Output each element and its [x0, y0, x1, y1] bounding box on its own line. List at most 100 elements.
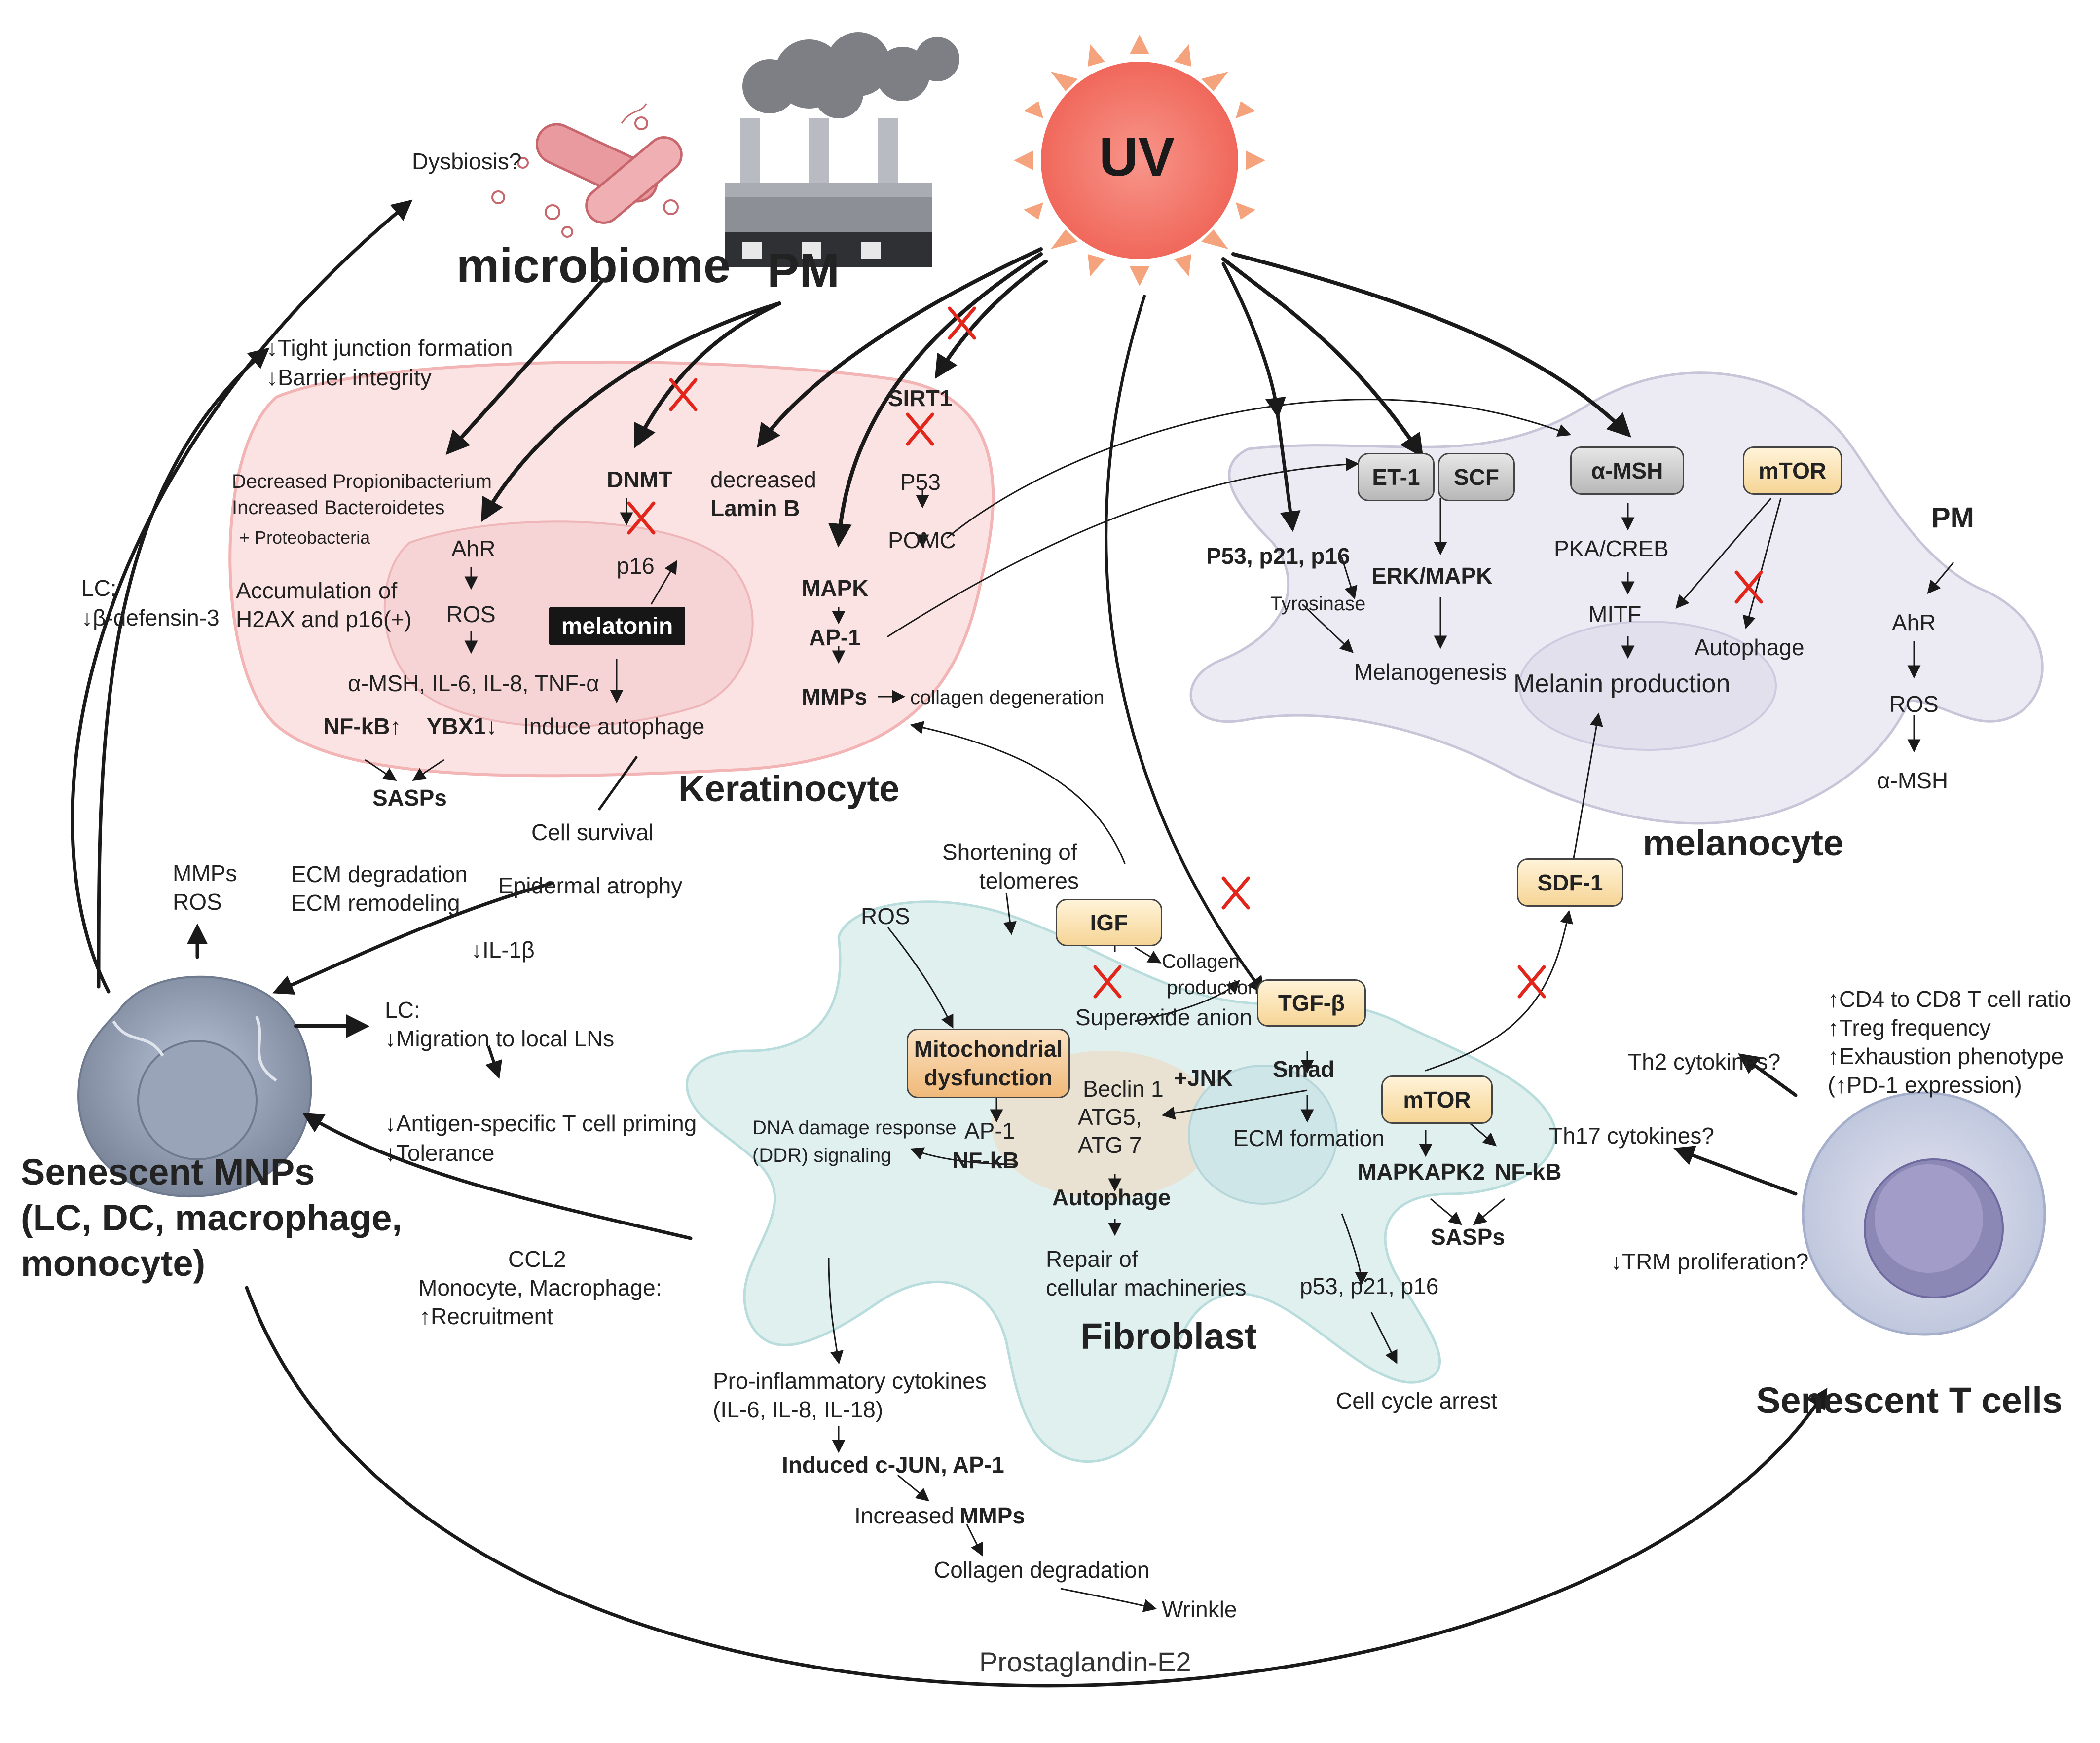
mitf-label: MITF	[1588, 601, 1642, 627]
lc-migration-label-1: LC:	[385, 997, 420, 1023]
melanocyte-title: melanocyte	[1643, 822, 1844, 863]
proteobacteria-label: + Proteobacteria	[239, 527, 370, 548]
dysbiosis-label: Dysbiosis?	[412, 148, 522, 174]
il1b-label: ↓IL-1β	[471, 937, 535, 963]
recruit-label-1: Monocyte, Macrophage:	[418, 1275, 662, 1300]
sdf1-box: SDF-1	[1517, 858, 1623, 907]
mel-p53-label: P53, p21, p16	[1206, 543, 1350, 569]
beclin-label-3: ATG 7	[1078, 1132, 1142, 1158]
pro-inflam-label-2: (IL-6, IL-8, IL-18)	[713, 1397, 884, 1422]
mel-ahr-label: AhR	[1892, 610, 1936, 635]
cjun-label: Induced c-JUN, AP-1	[782, 1452, 1004, 1478]
mapkapk2-label: MAPKAPK2	[1358, 1159, 1485, 1185]
ker-p53-label: P53	[900, 469, 941, 495]
cell-cycle-arrest-label: Cell cycle arrest	[1336, 1388, 1498, 1413]
lc-defensin-label-1: LC:	[81, 575, 117, 601]
ybx1-label: YBX1↓	[427, 713, 498, 739]
lc-migration-label-2: ↓Migration to local LNs	[385, 1026, 615, 1051]
accumulation-label-2: H2AX and p16(+)	[236, 606, 412, 632]
mito-label-2: dysfunction	[924, 1064, 1053, 1090]
dnmt-label: DNMT	[607, 467, 672, 492]
increased-label: Increased	[854, 1503, 955, 1528]
senescent-macrophage-icon	[77, 975, 312, 1198]
propionibacterium-label: Decreased Propionibacterium	[232, 471, 492, 492]
sirt1-label: SIRT1	[888, 385, 953, 411]
t-cell-priming-label: ↓Antigen-specific T cell priming	[385, 1111, 697, 1136]
senescent-t-cell-icon	[1802, 1091, 2046, 1336]
ker-mmps-label: MMPs	[802, 684, 867, 709]
mnps-title-line-1: Senescent MNPs	[21, 1151, 315, 1192]
jnk-label: +JNK	[1174, 1065, 1233, 1091]
fib-sasps-label: SASPs	[1431, 1224, 1505, 1250]
tyrosinase-label: Tyrosinase	[1270, 593, 1366, 615]
inhibition-x-icon	[627, 306, 1763, 999]
accumulation-label-1: Accumulation of	[236, 578, 398, 603]
mnp-mmps-label: MMPs	[173, 860, 237, 886]
mito-label-1: Mitochondrial	[914, 1036, 1063, 1062]
ker-ap1-label: AP-1	[809, 625, 861, 650]
pro-inflam-label-1: Pro-inflammatory cytokines	[713, 1368, 987, 1394]
barrier-integrity-label: ↓Barrier integrity	[266, 365, 432, 390]
ker-ahr-label: AhR	[451, 536, 496, 561]
mnp-ros-label: ROS	[173, 889, 222, 915]
bacteroidetes-label: Increased Bacteroidetes	[232, 497, 445, 519]
ker-sasps-label: SASPs	[372, 785, 447, 811]
mel-autophage-label: Autophage	[1695, 634, 1805, 660]
tcell-effect-3: ↑Exhaustion phenotype	[1828, 1043, 2064, 1069]
bacteria-icon	[491, 103, 683, 238]
fibroblast-title: Fibroblast	[1080, 1316, 1257, 1357]
fib-autophage-label: Autophage	[1052, 1185, 1171, 1210]
ker-cytokines-label: α-MSH, IL-6, IL-8, TNF-α	[348, 670, 599, 696]
small-arrows	[365, 488, 1954, 1612]
tcell-effect-2: ↑Treg frequency	[1828, 1015, 1991, 1040]
th17-label: Th17 cytokines?	[1549, 1123, 1714, 1149]
fib-nfkb-label: NF-kB	[952, 1148, 1019, 1173]
melatonin-box: melatonin	[549, 607, 685, 645]
ddr-label-2: (DDR) signaling	[752, 1145, 892, 1166]
arrows	[71, 199, 1828, 1688]
epidermal-atrophy-label: Epidermal atrophy	[498, 873, 683, 898]
fib-ap1-label: AP-1	[964, 1118, 1015, 1144]
superoxide-label: Superoxide anion	[1075, 1004, 1253, 1030]
beclin-label-1: Beclin 1	[1083, 1076, 1164, 1102]
pka-creb-label: PKA/CREB	[1554, 536, 1669, 561]
factory-icon	[725, 32, 959, 267]
wrinkle-label: Wrinkle	[1162, 1596, 1237, 1622]
ecm-remodeling-label: ECM remodeling	[291, 890, 460, 916]
uv-title: UV	[1099, 127, 1175, 187]
repair-label-1: Repair of	[1046, 1246, 1138, 1272]
fib-ros-label: ROS	[861, 903, 910, 929]
microbiome-title: microbiome	[456, 238, 731, 293]
senescent-t-cells-title: Senescent T cells	[1756, 1380, 2063, 1421]
senescent-mnps-title: Senescent MNPs (LC, DC, macrophage, mono…	[21, 1150, 402, 1287]
decreased-label: decreased	[710, 467, 816, 492]
fib-nfkb2-label: NF-kB	[1495, 1159, 1562, 1185]
lc-defensin-label-2: ↓β-defensin-3	[81, 605, 220, 630]
ker-ros-label: ROS	[446, 601, 496, 627]
tgfb-box: TGF-β	[1257, 979, 1366, 1027]
tcell-effect-1: ↑CD4 to CD8 T cell ratio	[1828, 986, 2072, 1012]
mnps-title-line-2: (LC, DC, macrophage,	[21, 1197, 402, 1238]
melanocyte-mtor-box: mTOR	[1743, 446, 1842, 495]
pm-title: PM	[767, 243, 840, 297]
pge2-label: Prostaglandin-E2	[979, 1646, 1191, 1677]
melanogenesis-label: Melanogenesis	[1354, 659, 1507, 685]
th2-label: Th2 cytokines?	[1628, 1049, 1781, 1075]
repair-label-2: cellular machineries	[1046, 1275, 1247, 1300]
beclin-label-2: ATG5,	[1078, 1104, 1142, 1130]
igf-box: IGF	[1056, 899, 1162, 946]
mitochondrial-dysfunction-box: Mitochondrial dysfunction	[907, 1029, 1070, 1098]
keratinocyte-title: Keratinocyte	[678, 768, 900, 809]
tight-junction-label: ↓Tight junction formation	[266, 335, 513, 361]
ccl2-label: CCL2	[508, 1246, 566, 1272]
recruit-label-2: ↑Recruitment	[419, 1303, 553, 1329]
telomeres-label-2: telomeres	[979, 868, 1079, 893]
melanin-production-label: Melanin production	[1513, 669, 1731, 698]
ker-nfkb-label: NF-kB↑	[323, 713, 402, 739]
pomc-label: POMC	[888, 527, 956, 553]
lamin-b-label: Lamin B	[710, 495, 800, 521]
ker-p16-label: p16	[617, 553, 655, 579]
et1-box: ET-1	[1358, 453, 1435, 501]
ker-mapk-label: MAPK	[802, 575, 869, 601]
